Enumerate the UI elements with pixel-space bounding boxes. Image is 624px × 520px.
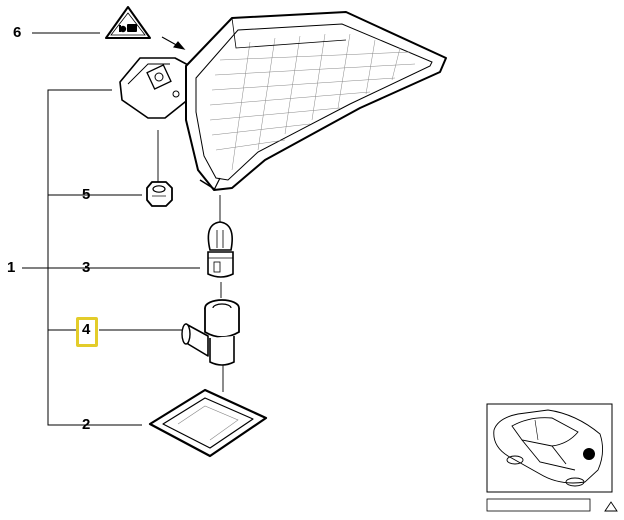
callout-3[interactable]: 3 <box>82 259 91 276</box>
callout-4[interactable]: 4 <box>82 321 91 338</box>
assembly-axis <box>157 130 224 392</box>
location-marker <box>583 448 595 460</box>
caption-box <box>486 498 591 512</box>
triangle-icon[interactable] <box>604 501 618 512</box>
hex-nut[interactable] <box>146 181 173 207</box>
bulb[interactable] <box>207 221 234 278</box>
gasket[interactable] <box>148 388 268 458</box>
warning-sign-icon[interactable] <box>105 6 151 39</box>
bulb-socket[interactable] <box>181 299 240 366</box>
vehicle-location-thumbnail[interactable] <box>486 403 618 512</box>
car-outline <box>493 409 603 487</box>
callout-2[interactable]: 2 <box>82 416 91 433</box>
leader-lines <box>22 32 200 426</box>
brake-light-housing[interactable] <box>119 11 447 191</box>
lamp-warning-icon <box>119 24 137 33</box>
callout-6[interactable]: 6 <box>13 24 22 41</box>
highlight-box-4 <box>76 317 98 347</box>
callout-1[interactable]: 1 <box>7 259 16 276</box>
arrow-icon <box>161 36 186 50</box>
bracket-line-1 <box>47 89 142 426</box>
callout-5[interactable]: 5 <box>82 186 91 203</box>
